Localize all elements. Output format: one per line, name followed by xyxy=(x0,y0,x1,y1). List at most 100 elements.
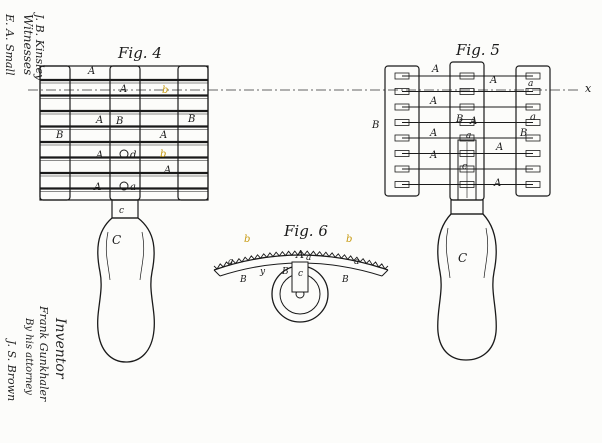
fig4-horizontal-bars xyxy=(40,78,208,192)
witnesses-title: Witnesses xyxy=(21,14,35,75)
witness-2-block: E. A. Small xyxy=(3,13,16,76)
fig6-label-B-center: B xyxy=(281,267,289,277)
fig6-arc-outer xyxy=(213,254,389,271)
fig6-label-y: y xyxy=(259,267,266,277)
fig5-ferrule xyxy=(450,199,484,215)
fig5-handle xyxy=(437,213,497,361)
fig4-label-A-lower: A xyxy=(95,150,103,161)
fig5-slot-center xyxy=(459,88,475,95)
fig5-slot xyxy=(394,119,410,126)
fig5-slot-center xyxy=(459,119,475,126)
inventor-name-block: Frank Gunkhaler xyxy=(37,305,50,402)
fig5-label-A-top-right: A xyxy=(489,75,497,86)
figure-4: Fig. 4 A A b A B B B A A d b A A a c C xyxy=(39,44,209,363)
fig6-label-a-right: a xyxy=(354,257,359,267)
fig6-label-B-right: B xyxy=(341,275,349,285)
fig5-slot-center xyxy=(459,72,475,80)
fig5-slot xyxy=(394,88,410,95)
fig5-slat-right xyxy=(515,65,551,197)
fig6-label-b-right: b xyxy=(346,234,352,245)
fig5-slot xyxy=(525,103,541,111)
fig4-label-d: d xyxy=(130,150,136,161)
fig5-label-C: C xyxy=(458,251,467,265)
fig6-label-b-left: b xyxy=(244,234,250,245)
fig5-slot xyxy=(394,150,410,157)
fig5-label-c: c xyxy=(462,162,467,172)
fig4-ferrule xyxy=(111,199,139,219)
fig4-label-B-left: B xyxy=(55,130,63,141)
figure-6: Fig. 6 b b A a a a y B c B B xyxy=(213,222,389,323)
fig5-label-a-center: a xyxy=(466,131,471,141)
fig5-label-A-left-mid: A xyxy=(429,128,437,139)
attorney-block: J. S. Brown xyxy=(5,338,18,401)
fig5-slot xyxy=(394,134,410,142)
fig6-label-a-center: a xyxy=(306,253,311,263)
fig4-label-B-center: B xyxy=(115,116,123,127)
fig4-rivet-upper xyxy=(119,149,129,159)
fig4-label-C: C xyxy=(112,233,121,247)
fig4-label-A-right-lower: A xyxy=(163,165,171,176)
fig4-slat-right xyxy=(177,65,209,201)
fig4-label-b-lower-highlight: b xyxy=(160,149,166,160)
fig4-label-c: c xyxy=(119,206,124,216)
fig6-label-B-left: B xyxy=(239,275,247,285)
fig4-label-a: a xyxy=(130,182,136,193)
fig5-title: Fig. 5 xyxy=(455,41,500,59)
fig4-title: Fig. 4 xyxy=(117,44,162,62)
fig5-slat-left xyxy=(384,65,420,197)
fig5-label-A-center: A xyxy=(469,116,477,127)
fig5-label-A-bottom: A xyxy=(493,178,501,189)
fig6-label-a-left: a xyxy=(228,257,233,267)
fig5-label-A-left: A xyxy=(429,96,437,107)
fig4-label-b-highlight: b xyxy=(162,85,168,96)
fig5-slot xyxy=(394,72,410,80)
fig5-label-A-top: A xyxy=(431,64,439,75)
fig6-teeth xyxy=(213,250,389,270)
witness-name-1: J. B. Kinsley xyxy=(33,12,46,81)
fig4-handle-shading xyxy=(105,231,145,281)
fig5-slot-center xyxy=(459,134,475,142)
attorney-name: J. S. Brown xyxy=(5,338,18,401)
fig5-label-A-left-lower: A xyxy=(429,150,437,161)
fig5-label-a-tr: a xyxy=(528,79,533,89)
fig6-shank xyxy=(291,261,309,293)
fig6-arc-ends xyxy=(213,269,389,277)
fig5-label-B-outside: B xyxy=(371,120,379,131)
fig5-slot xyxy=(394,103,410,111)
fig4-handle xyxy=(97,217,155,363)
witnesses-block: Witnesses J. B. Kinsley xyxy=(21,12,46,81)
fig6-title: Fig. 6 xyxy=(283,222,328,240)
fig5-label-A-right-mid: A xyxy=(495,142,503,153)
inventor-title: Inventor xyxy=(52,317,68,380)
fig5-label-B-right: B xyxy=(519,128,527,139)
inventor-byline-block: By his attorney xyxy=(23,317,34,395)
fig4-rivet-lower xyxy=(119,181,129,191)
fig4-label-A-right: A xyxy=(159,130,167,141)
fig4-slat-left xyxy=(39,65,71,201)
fig5-slot xyxy=(525,150,541,157)
fig5-slot xyxy=(525,72,541,80)
fig5-slot xyxy=(525,165,541,173)
fig5-slot-center xyxy=(459,103,475,111)
witness-name-2: E. A. Small xyxy=(3,13,16,76)
axis-label-x: x xyxy=(585,82,592,95)
fig5-slot xyxy=(394,165,410,173)
fig5-slot xyxy=(525,134,541,142)
fig5-slot xyxy=(525,119,541,126)
fig5-handle-shading xyxy=(445,227,489,279)
fig6-label-c: c xyxy=(298,269,303,279)
fig4-label-A-center: A xyxy=(119,84,127,95)
fig5-slot xyxy=(394,181,410,188)
fig4-label-A-bottom: A xyxy=(93,182,101,193)
inventor-name: Frank Gunkhaler xyxy=(37,305,50,402)
fig5-slot xyxy=(525,181,541,188)
fig4-label-A-top: A xyxy=(87,66,95,77)
fig4-label-A-left: A xyxy=(95,115,103,126)
fig5-label-a-right: a xyxy=(530,112,536,123)
fig5-label-B-center: B xyxy=(455,114,463,125)
figure-5: Fig. 5 A A a A B B A a B A a A A c A C xyxy=(371,41,551,361)
fig5-slot xyxy=(525,88,541,95)
fig6-label-A: A xyxy=(295,248,304,261)
